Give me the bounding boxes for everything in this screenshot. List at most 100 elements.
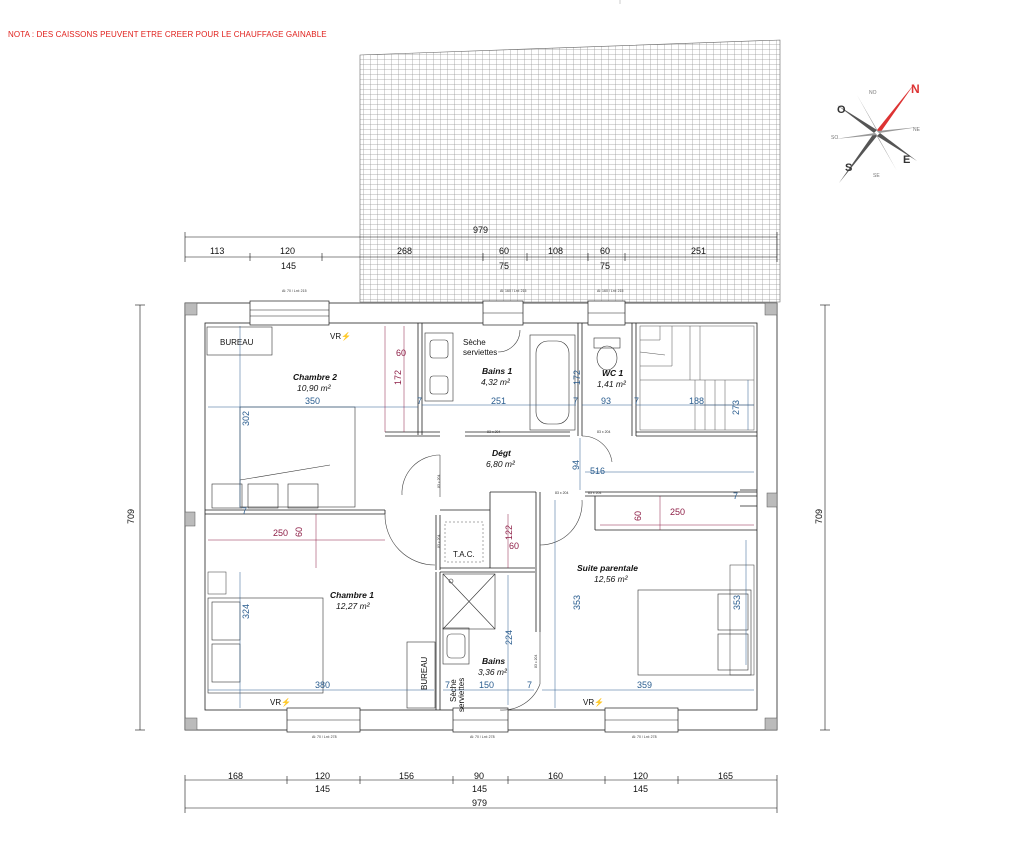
dim-251: 251 [491, 396, 506, 406]
roof-overhang [359, 39, 781, 303]
dim-7f: 7 [445, 680, 450, 690]
desk-chambre1 [406, 641, 436, 709]
room-area-bains2: 3,36 m² [478, 667, 508, 677]
dim-302: 302 [241, 411, 251, 426]
dim-7g: 7 [527, 680, 532, 690]
dim-516: 516 [590, 466, 605, 476]
window-bottom-1 [286, 707, 361, 733]
sink-bains2 [442, 627, 470, 665]
nightstand [207, 571, 227, 595]
compass-no: NO [869, 90, 877, 96]
room-name-degt: Dégt [492, 448, 512, 458]
shower [442, 573, 496, 630]
door-tag-6: 83 x 204 [588, 491, 601, 495]
dim-353a: 353 [572, 595, 582, 610]
dim-top-h: 60 [600, 246, 610, 256]
compass-rose-icon: N S E O NO NE SO SE [831, 82, 921, 183]
dim-bottom-f: 145 [472, 784, 487, 794]
dim-bottom-b: 120 [315, 771, 330, 781]
plan-note: NOTA : DES CAISSONS PEUVENT ETRE CREER P… [8, 30, 327, 39]
label-vr-1: VR⚡ [330, 331, 351, 341]
door-tag-5: 83 x 204 [555, 491, 568, 495]
dimensions-sides [135, 304, 830, 731]
label-serviettes-2: serviettes [457, 678, 466, 712]
bed-suite [637, 589, 752, 676]
label-vr-2: VR⚡ [270, 697, 291, 707]
dim-right: 709 [814, 509, 824, 524]
dim-250b: 250 [670, 507, 685, 517]
dim-bottom-h: 120 [633, 771, 648, 781]
label-seche-2: Sèche [449, 679, 458, 702]
dim-top-d: 268 [397, 246, 412, 256]
compass-s: S [845, 162, 852, 174]
dim-bottom-c: 145 [315, 784, 330, 794]
dim-7e: 7 [242, 506, 247, 516]
tac-box [444, 521, 484, 563]
desk-chambre2 [206, 326, 273, 356]
door-tag-3: 83 x 204 [437, 475, 441, 488]
dim-60a: 60 [396, 348, 406, 358]
exterior-walls [184, 302, 778, 731]
dim-7c: 7 [634, 396, 639, 406]
corner-posts [184, 302, 778, 731]
interior-walls [205, 323, 757, 710]
dim-top-b: 120 [280, 246, 295, 256]
dim-7a: 7 [417, 396, 422, 406]
dim-7b: 7 [573, 396, 578, 406]
dim-150: 150 [479, 680, 494, 690]
dim-7d: 7 [733, 491, 738, 501]
bed-chambre2 [211, 406, 356, 509]
dim-60c: 60 [633, 511, 643, 521]
dim-172b: 172 [572, 370, 582, 385]
inner-dim-lines [208, 326, 754, 708]
dim-122: 122 [504, 525, 514, 540]
dim-top-a: 113 [210, 246, 224, 256]
door-tag-1: 83 x 204 [487, 430, 500, 434]
dim-353b: 353 [732, 595, 742, 610]
door-tag-7: 83 x 204 [534, 655, 538, 668]
dim-bottom-g: 160 [548, 771, 563, 781]
bed-chambre1 [207, 597, 324, 694]
window-tag-6: Al: 70 / Lnt: 278 [632, 735, 657, 739]
dim-bottom-d: 156 [399, 771, 414, 781]
dim-top-i: 75 [600, 261, 610, 271]
label-bureau-1: BUREAU [220, 338, 254, 347]
dim-60b: 60 [294, 527, 304, 537]
room-area-chambre2: 10,90 m² [297, 383, 332, 393]
dim-94: 94 [571, 460, 581, 470]
window-tag-1: Al: 70 / Lnt: 215 [282, 289, 307, 293]
room-name-bains1: Bains 1 [482, 366, 513, 376]
room-name-chambre1: Chambre 1 [330, 590, 374, 600]
label-seche: Sèche [463, 338, 486, 347]
dim-top-f: 75 [499, 261, 509, 271]
dim-top-total: 979 [473, 225, 488, 235]
dim-bottom-e: 90 [474, 771, 484, 781]
dim-324: 324 [241, 604, 251, 619]
dim-250a: 250 [273, 528, 288, 538]
sinks-bains1 [424, 332, 454, 402]
dim-224: 224 [504, 630, 514, 645]
window-bottom-3 [604, 707, 679, 733]
dim-top-g: 108 [548, 246, 563, 256]
dim-172a: 172 [393, 370, 403, 385]
room-name-bains2: Bains [482, 656, 505, 666]
room-area-degt: 6,80 m² [486, 459, 516, 469]
window-tag-3: Al: 160 / Lnt: 215 [597, 289, 624, 293]
compass-ne: NE [913, 127, 921, 133]
window-tag-5: Al: 70 / Lnt: 278 [470, 735, 495, 739]
room-area-bains1: 4,32 m² [481, 377, 511, 387]
dim-188: 188 [689, 396, 704, 406]
dim-top-e: 60 [499, 246, 509, 256]
room-area-wc1: 1,41 m² [597, 379, 627, 389]
dim-bottom-total: 979 [472, 798, 487, 808]
compass-se: SE [873, 173, 880, 179]
label-serviettes: serviettes [463, 348, 497, 357]
window-top-1 [249, 300, 330, 326]
window-bottom-2 [452, 707, 509, 733]
inner-dim-lines-maroon [208, 326, 754, 568]
room-name-suite: Suite parentale [577, 563, 638, 573]
dim-top-j: 251 [691, 246, 706, 256]
room-area-chambre1: 12,27 m² [336, 601, 371, 611]
dim-380: 380 [315, 680, 330, 690]
